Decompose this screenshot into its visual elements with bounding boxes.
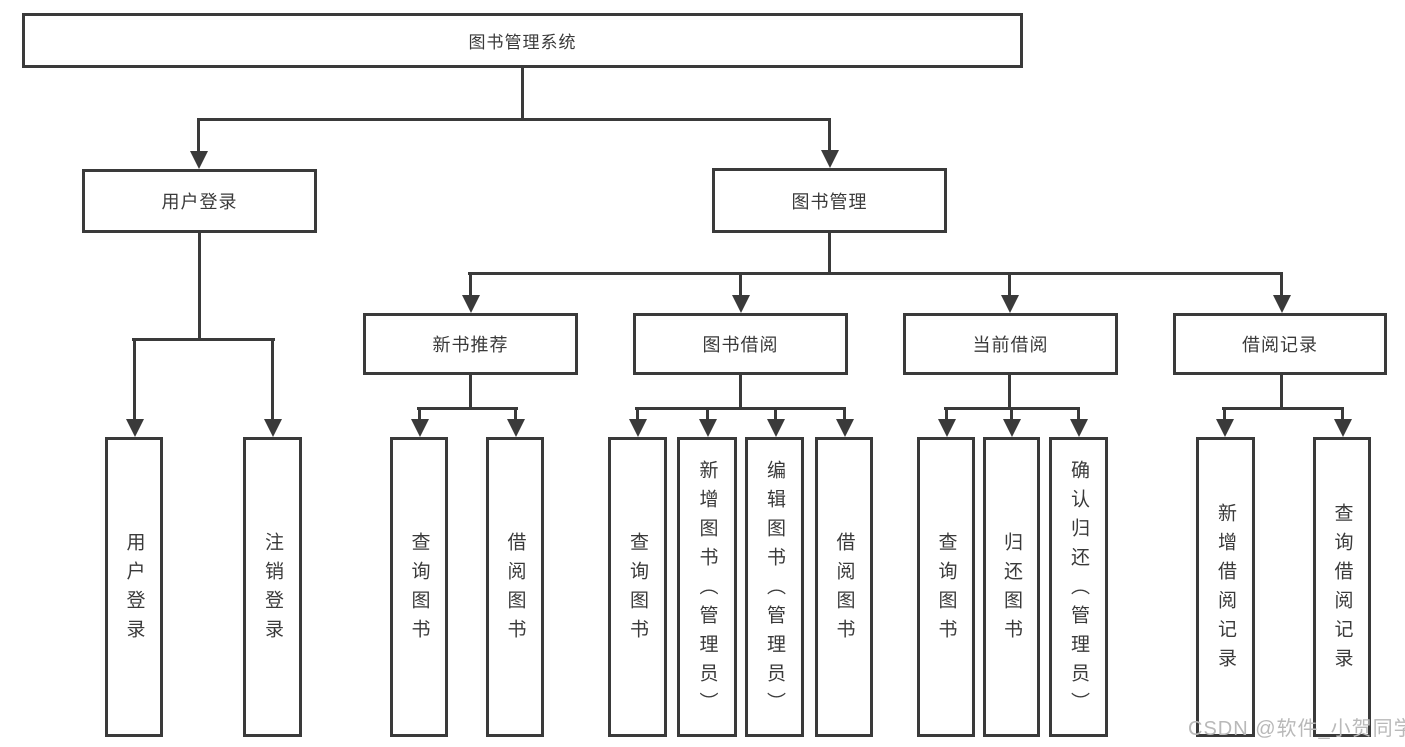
arrowhead-icon — [1272, 272, 1291, 313]
node-current-borrow: 当前借阅 — [903, 313, 1118, 375]
leaf-borrow-book-recommend: 借阅图书 — [486, 437, 544, 737]
connector-borrow-bar — [635, 407, 846, 410]
arrowhead-icon — [731, 272, 750, 313]
leaf-borrow-book: 借阅图书 — [815, 437, 873, 737]
connector-root-down — [521, 68, 524, 121]
arrowhead-icon — [835, 407, 854, 437]
connector-level2-bar — [468, 272, 1282, 275]
connector-records-bar — [1222, 407, 1344, 410]
arrowhead-icon — [1000, 272, 1019, 313]
node-book-borrow: 图书借阅 — [633, 313, 848, 375]
arrowhead-icon — [1215, 407, 1234, 437]
connector-login-bar — [132, 338, 275, 341]
leaf-user-login: 用户登录 — [105, 437, 163, 737]
connector-records-down — [1280, 375, 1283, 409]
connector-recommend-bar — [417, 407, 518, 410]
leaf-return-book: 归还图书 — [983, 437, 1040, 737]
leaf-add-borrow-record: 新增借阅记录 — [1196, 437, 1255, 737]
arrowhead-icon — [1002, 407, 1021, 437]
node-new-book-recommend: 新书推荐 — [363, 313, 578, 375]
arrowhead-icon — [820, 118, 839, 168]
leaf-edit-book-admin: 编辑图书（管理员） — [745, 437, 804, 737]
leaf-add-book-admin: 新增图书（管理员） — [677, 437, 737, 737]
leaf-confirm-return-admin: 确认归还（管理员） — [1049, 437, 1108, 737]
arrowhead-icon — [263, 338, 282, 437]
node-book-management: 图书管理 — [712, 168, 947, 233]
connector-level1-bar — [197, 118, 831, 121]
csdn-watermark: CSDN @软件_小贺同学 — [1188, 718, 1405, 740]
leaf-query-book-recommend: 查询图书 — [390, 437, 448, 737]
arrowhead-icon — [1333, 407, 1352, 437]
leaf-query-borrow-record: 查询借阅记录 — [1313, 437, 1371, 737]
arrowhead-icon — [698, 407, 717, 437]
arrowhead-icon — [628, 407, 647, 437]
connector-current-down — [1008, 375, 1011, 409]
arrowhead-icon — [1069, 407, 1088, 437]
arrowhead-icon — [125, 338, 144, 437]
arrowhead-icon — [461, 272, 480, 313]
leaf-query-book-borrow: 查询图书 — [608, 437, 667, 737]
node-library-management-system: 图书管理系统 — [22, 13, 1023, 68]
arrowhead-icon — [506, 407, 525, 437]
node-user-login: 用户登录 — [82, 169, 317, 233]
connector-manage-down — [828, 233, 831, 275]
arrowhead-icon — [189, 118, 208, 169]
arrowhead-icon — [410, 407, 429, 437]
node-borrow-records: 借阅记录 — [1173, 313, 1387, 375]
leaf-query-book-current: 查询图书 — [917, 437, 975, 737]
connector-borrow-down — [739, 375, 742, 409]
connector-login-down — [198, 233, 201, 340]
arrowhead-icon — [937, 407, 956, 437]
leaf-logout-login: 注销登录 — [243, 437, 302, 737]
connector-recommend-down — [469, 375, 472, 409]
arrowhead-icon — [766, 407, 785, 437]
